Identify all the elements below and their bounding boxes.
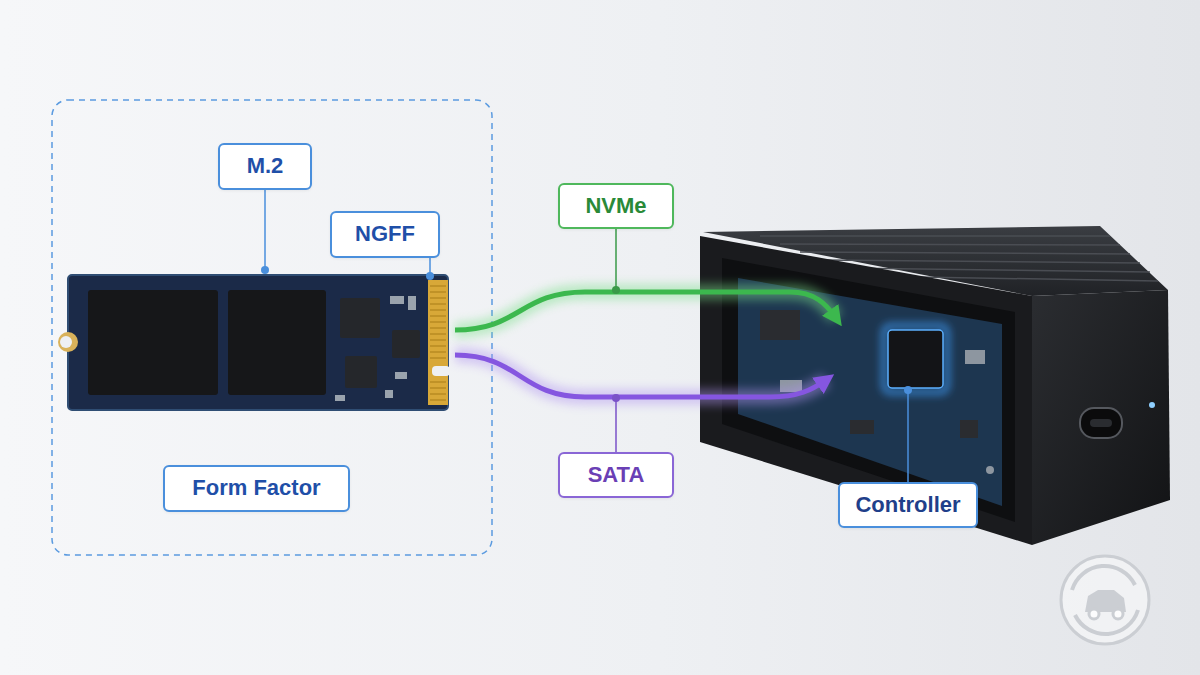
component xyxy=(395,372,407,379)
label-box: Form Factor xyxy=(163,465,350,512)
label-text: SATA xyxy=(588,463,645,487)
label-box: NGFF xyxy=(330,211,440,258)
component xyxy=(385,390,393,398)
enclosure xyxy=(700,226,1170,545)
leader-dot xyxy=(904,386,912,394)
enclosure-end xyxy=(1032,290,1170,545)
arrow-glow xyxy=(455,292,836,330)
leader-dot xyxy=(612,394,620,402)
component xyxy=(986,466,994,474)
label-text: Controller xyxy=(855,493,960,517)
label-text: M.2 xyxy=(247,154,284,178)
logo-wheel xyxy=(1113,609,1123,619)
screw-hole xyxy=(60,336,72,348)
leader-dot xyxy=(261,266,269,274)
leader-line xyxy=(264,190,266,270)
component xyxy=(390,296,404,304)
controller-chip xyxy=(340,298,380,338)
leader-line xyxy=(907,390,909,482)
ssd-board xyxy=(58,275,450,410)
label-box: M.2 xyxy=(218,143,312,190)
logo-wheel xyxy=(1089,609,1099,619)
label-text: NVMe xyxy=(585,194,646,218)
pcb xyxy=(68,275,448,410)
status-led xyxy=(1149,402,1155,408)
sata-arrow xyxy=(455,355,826,397)
label-box: NVMe xyxy=(558,183,674,229)
logo-ring xyxy=(1061,556,1149,644)
component xyxy=(335,395,345,401)
component xyxy=(960,420,978,438)
group-outline xyxy=(52,100,492,555)
leader-line xyxy=(615,229,617,290)
screw-notch xyxy=(58,332,78,352)
key-notch xyxy=(432,366,450,376)
watermark-logo xyxy=(1061,556,1149,644)
chip-glow xyxy=(884,326,947,392)
component xyxy=(850,420,874,434)
nand-chip xyxy=(228,290,326,395)
component xyxy=(965,350,985,364)
leader-line xyxy=(615,398,617,452)
gold-connector xyxy=(428,280,448,405)
label-box: SATA xyxy=(558,452,674,498)
usb-c-port xyxy=(1080,408,1122,438)
usb-c-tongue xyxy=(1090,419,1112,427)
label-text: Form Factor xyxy=(192,476,320,500)
component xyxy=(760,310,800,340)
label-text: NGFF xyxy=(355,222,415,246)
small-chip xyxy=(392,330,420,358)
leader-dot xyxy=(426,272,434,280)
arrow-glow xyxy=(455,355,826,397)
small-chip xyxy=(345,356,377,388)
label-box: Controller xyxy=(838,482,978,528)
controller-chip xyxy=(888,330,943,388)
component xyxy=(408,296,416,310)
connector-pins xyxy=(430,286,446,400)
nvme-arrow xyxy=(455,292,836,330)
nand-chip xyxy=(88,290,218,395)
leader-dot xyxy=(612,286,620,294)
logo-arcs xyxy=(1072,566,1138,634)
